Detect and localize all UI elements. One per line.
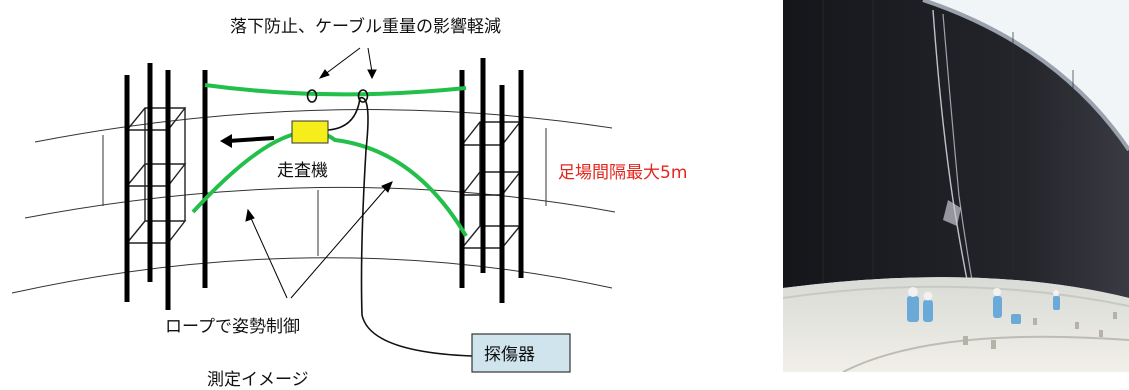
- measurement-image-caption: 測定イメージ: [207, 370, 309, 390]
- scanner-box: [291, 120, 329, 144]
- signal-cable: [327, 97, 473, 357]
- workers: [907, 287, 1060, 324]
- rope-arrows: [245, 181, 393, 299]
- cable-loop: [306, 89, 318, 103]
- wall-curve-bottom: [11, 257, 613, 294]
- tank-floor: [783, 277, 1129, 372]
- measurement-diagram: 落下防止、ケーブル重量の影響軽減 走査機 足場間隔最大5m ロープで姿勢制御 探…: [11, 16, 687, 390]
- tank-wall-curves: [11, 109, 616, 294]
- top-note: 落下防止、ケーブル重量の影響軽減: [230, 16, 501, 37]
- scaffold-spacing-label: 足場間隔最大5m: [558, 163, 687, 183]
- tank-wall: [783, 0, 1129, 298]
- hanging-rope: [942, 13, 974, 287]
- movement-arrow: [227, 136, 275, 143]
- flaw-detector-label: 探傷器: [484, 345, 535, 365]
- scaffold-left: [124, 63, 208, 310]
- hanging-rope: [932, 9, 970, 291]
- cable-loop: [357, 89, 369, 103]
- photo-illustration: [783, 0, 1129, 372]
- rope-control-label: ロープで姿勢制御: [165, 317, 300, 337]
- support-rope: [204, 83, 467, 97]
- flaw-detector-box: [471, 333, 571, 373]
- scaffold-right: [459, 58, 524, 303]
- scanner-label: 走査機: [277, 161, 328, 181]
- control-rope: [191, 129, 468, 238]
- wall-curve-middle: [24, 186, 616, 219]
- tank-wall-inspection-photo: [783, 0, 1129, 372]
- note-arrows: [318, 47, 377, 80]
- wall-curve-top: [34, 109, 613, 143]
- arrow-head-icon: [220, 134, 232, 148]
